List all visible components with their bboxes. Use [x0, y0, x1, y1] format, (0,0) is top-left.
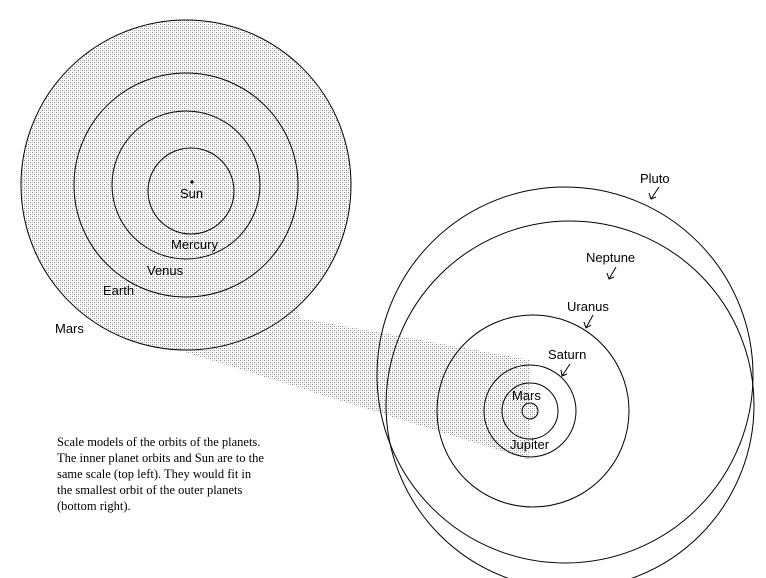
uranus-label: Uranus	[567, 299, 609, 314]
caption-line: (bottom right).	[57, 499, 131, 513]
pluto-orbit	[376, 186, 754, 564]
caption-line: same scale (top left). They would fit in	[57, 467, 252, 481]
jupiter-label: Jupiter	[510, 437, 550, 452]
inner-mercury-orbit	[147, 147, 235, 235]
projection-cone	[185, 80, 530, 460]
uranus-arrow	[583, 314, 594, 329]
inner-mars-label: Mars	[55, 321, 84, 336]
inner-venus-orbit	[111, 110, 261, 260]
inner-mars-orbit	[20, 19, 352, 351]
saturn-label: Saturn	[548, 347, 586, 362]
saturn-orbit	[483, 364, 577, 458]
venus-label: Venus	[147, 263, 184, 278]
neptune-orbit	[385, 220, 755, 578]
sun-dot	[190, 180, 194, 184]
saturn-arrow	[560, 363, 571, 377]
caption-line: Scale models of the orbits of the planet…	[57, 435, 261, 449]
caption: Scale models of the orbits of the planet…	[57, 434, 302, 514]
uranus-orbit	[436, 314, 630, 508]
jupiter-orbit	[501, 382, 559, 440]
outer-mars-label: Mars	[512, 388, 541, 403]
pluto-label: Pluto	[640, 171, 670, 186]
inner-earth-orbit	[73, 72, 299, 298]
earth-label: Earth	[103, 283, 134, 298]
caption-line: the smallest orbit of the outer planets	[57, 483, 243, 497]
neptune-arrow	[606, 266, 617, 280]
mercury-label: Mercury	[171, 237, 218, 252]
outer-mars-orbit	[521, 402, 539, 420]
sun-label: Sun	[180, 186, 203, 201]
pluto-arrow	[648, 186, 660, 200]
neptune-label: Neptune	[586, 250, 635, 265]
caption-line: The inner planet orbits and Sun are to t…	[57, 451, 264, 465]
